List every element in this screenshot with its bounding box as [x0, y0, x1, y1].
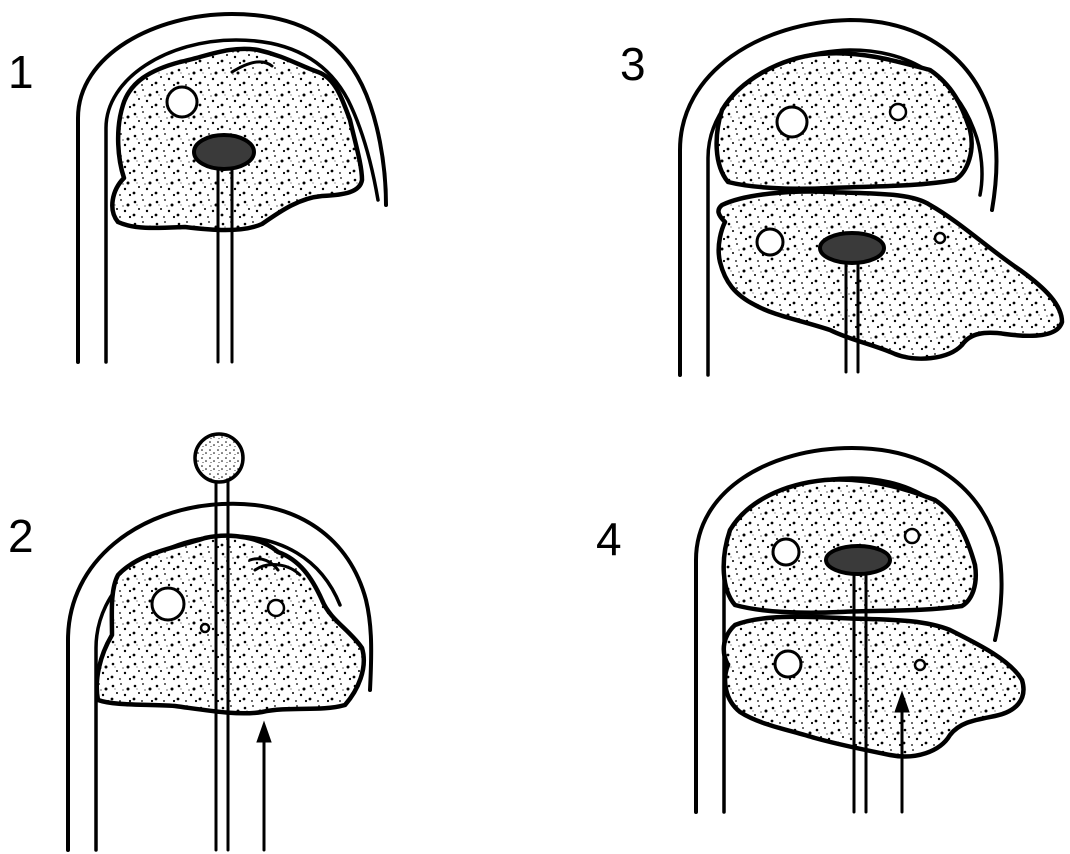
panel-2-small-vacuole	[268, 600, 284, 616]
panel-1-vacuole	[167, 87, 197, 117]
panel-4-label: 4	[596, 513, 622, 565]
panel-4-lower-small-vacuole	[915, 660, 925, 670]
panel-2-small-vacuole-2	[201, 624, 209, 632]
panel-1: 1	[8, 14, 386, 362]
panel-3-upper-vacuole	[777, 107, 807, 137]
panel-3: 3	[620, 20, 1062, 375]
panel-3-label: 3	[620, 38, 646, 90]
panel-3-lower-cell	[718, 192, 1062, 359]
panel-4-lower-vacuole	[775, 651, 801, 677]
panel-2-vacuole	[152, 588, 184, 620]
panel-3-nucleus	[820, 233, 884, 263]
panel-1-nucleus	[194, 135, 254, 169]
panel-2-arrow-head	[257, 722, 271, 742]
panel-3-lower-small-vacuole	[935, 233, 945, 243]
panel-4-lower-cell	[724, 617, 1024, 757]
panel-1-label: 1	[8, 46, 34, 98]
panel-2-bead	[195, 434, 243, 482]
panel-4-upper-small-vacuole	[905, 529, 919, 543]
panel-3-upper-cell	[717, 53, 972, 189]
panel-4-upper-vacuole	[773, 539, 799, 565]
panel-2-label: 2	[8, 510, 34, 562]
panel-3-lower-vacuole	[757, 229, 783, 255]
panel-3-upper-small-vacuole	[890, 104, 906, 120]
panel-4-nucleus	[826, 546, 890, 574]
panel-2: 2	[8, 434, 371, 850]
panel-4: 4	[596, 448, 1023, 812]
panel-2-cell	[97, 536, 364, 714]
